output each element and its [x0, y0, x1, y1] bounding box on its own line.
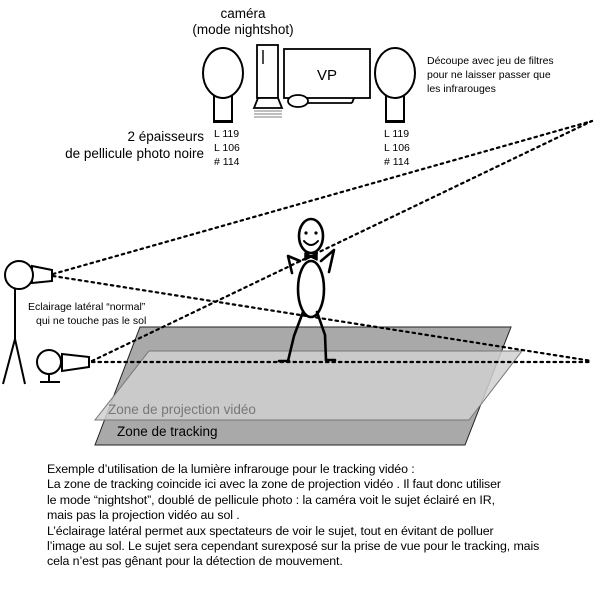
filters-note-3: les infrarouges: [427, 83, 496, 95]
camera-label-2: (mode nightshot): [192, 22, 293, 37]
top-lamp-right-icon: [374, 47, 416, 123]
filter-right-1: L 119: [384, 128, 409, 140]
camera-icon: [252, 44, 284, 118]
projection-zone: [93, 350, 524, 421]
projection-zone-label: Zone de projection vidéo: [108, 402, 256, 417]
film-note-2: de pellicule photo noire: [65, 146, 204, 161]
filters-note-2: pour ne laisser passer que: [427, 69, 551, 81]
film-note-1: 2 épaisseurs: [127, 129, 204, 144]
caption-block: Exemple d’utilisation de la lumière infr…: [47, 462, 595, 570]
side-lamp-lower-icon: [36, 349, 90, 383]
filter-left-3: # 114: [214, 156, 240, 168]
film-note: 2 épaisseurs de pellicule photo noire: [65, 129, 204, 161]
vp-label: VP: [317, 67, 337, 84]
caption-line-4: mais pas la projection vidéo au sol .: [47, 508, 240, 523]
tracking-zone-label: Zone de tracking: [117, 424, 218, 439]
subject-figure-icon: [277, 217, 337, 363]
filter-list-right: L 119 L 106 # 114: [384, 128, 410, 168]
caption-line-2: La zone de tracking coincide ici avec la…: [47, 477, 501, 492]
caption-line-5: L’éclairage latéral permet aux spectateu…: [47, 523, 494, 538]
filter-left-1: L 119: [214, 128, 239, 140]
filter-right-3: # 114: [384, 156, 410, 168]
camera-label-1: caméra: [220, 6, 266, 21]
side-lamp-upper-icon: [2, 260, 53, 385]
lighting-note-2: qui ne touche pas le sol: [36, 315, 146, 327]
caption-line-6: l’image au sol. Le sujet sera cependant …: [47, 539, 540, 554]
filter-right-2: L 106: [384, 142, 410, 154]
filter-list-left: L 119 L 106 # 114: [214, 128, 240, 168]
caption-line-3: le mode “nightshot”, doublé de pellicule…: [47, 492, 495, 507]
filters-note-1: Découpe avec jeu de filtres: [427, 55, 554, 67]
lighting-note: Eclairage latéral “normal” qui ne touche…: [28, 301, 146, 327]
video-projector-icon: [283, 48, 371, 108]
caption-line-7: cela n’est pas gênant pour la détection …: [47, 554, 343, 569]
light-beams: [51, 119, 594, 364]
filter-left-2: L 106: [214, 142, 240, 154]
filters-note: Découpe avec jeu de filtres pour ne lais…: [427, 55, 554, 95]
top-lamp-left-icon: [202, 47, 244, 123]
lighting-note-1: Eclairage latéral “normal”: [28, 301, 146, 313]
caption-line-1: Exemple d’utilisation de la lumière infr…: [47, 462, 415, 476]
